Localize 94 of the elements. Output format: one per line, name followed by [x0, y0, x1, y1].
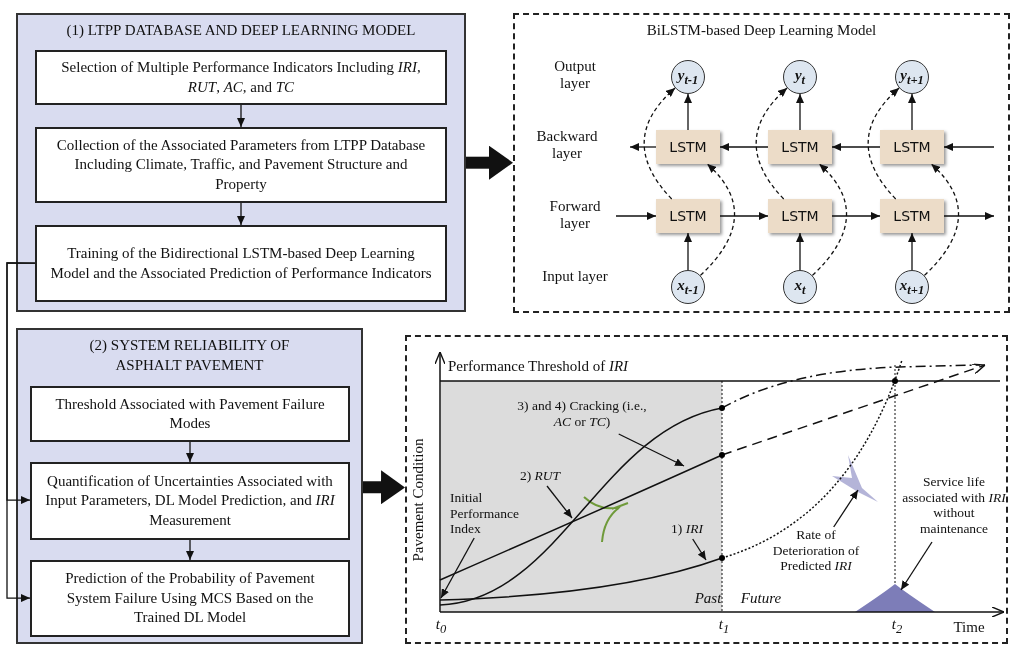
region-label: Past — [693, 590, 723, 608]
arrow — [237, 104, 245, 128]
arrow — [186, 539, 194, 561]
annotation-text: Initial Performance Index — [450, 490, 525, 538]
variable-label: y$_{t}$ — [794, 66, 806, 88]
variable-circle — [783, 270, 817, 304]
cell-label: LSTM — [781, 208, 819, 224]
leader-line — [692, 538, 707, 561]
lstm-cell — [656, 199, 720, 233]
arrow — [831, 212, 881, 220]
variable-circle — [671, 60, 705, 94]
variable-label: x$_{t+1}$ — [899, 276, 925, 298]
cell-label: LSTM — [893, 139, 931, 155]
dashed-panel — [405, 335, 1008, 644]
arrow — [6, 262, 36, 603]
arrow — [237, 202, 245, 226]
leader-line — [546, 485, 573, 519]
annotation-text: 1) IRI — [664, 521, 710, 539]
layer-label: Input layer — [542, 268, 608, 286]
tick-label: t$_{0}$ — [434, 616, 448, 636]
annotation-text: 2) RUT — [512, 468, 568, 486]
dashed-arrow — [699, 163, 736, 277]
region-label: Future — [739, 590, 783, 608]
cell-label: LSTM — [781, 139, 819, 155]
process-box — [35, 127, 447, 203]
section-title: (1) LTPP DATABASE AND DEEP LEARNING MODEL — [65, 21, 417, 40]
step-text: Selection of Multiple Performance Indicators Including IRI, RUT, AC, and TC — [60, 58, 422, 97]
panel-title: BiLSTM-based Deep Learning Model — [645, 21, 878, 40]
arrow — [684, 93, 692, 131]
axis-title: Time — [952, 619, 986, 637]
dashed-arrow — [755, 87, 788, 200]
process-box — [30, 462, 350, 540]
axis-title: Pavement Condition — [410, 437, 427, 564]
block-arrow — [362, 470, 405, 505]
variable-circle — [783, 60, 817, 94]
cell-label: LSTM — [669, 208, 707, 224]
dashed-arrow — [867, 87, 900, 200]
variable-circle — [895, 60, 929, 94]
process-box — [30, 386, 350, 442]
threshold-label: Performance Threshold of IRI — [448, 358, 630, 376]
variable-label: x$_{t-1}$ — [677, 276, 699, 298]
dashed-arrow — [643, 87, 676, 200]
layer-label: Forward layer — [548, 198, 602, 234]
arrow — [943, 212, 995, 220]
annotation-text: Service life associated with IRI without maintenance — [900, 474, 1008, 542]
layer-label: Output layer — [553, 58, 597, 94]
cell-label: LSTM — [669, 139, 707, 155]
leader-line — [900, 541, 933, 591]
section-panel — [16, 328, 363, 644]
arrow — [831, 143, 881, 151]
dashed-arrow — [811, 163, 848, 277]
lstm-cell — [656, 130, 720, 164]
lstm-cell — [880, 199, 944, 233]
annotation-text: 3) and 4) Cracking (i.e., AC or TC) — [512, 398, 652, 434]
leader-line — [618, 433, 685, 467]
step-text: Quantification of Uncertainties Associated with Input Parameters, DL Model Prediction, and IRI Measurement — [44, 471, 336, 530]
arrow — [796, 232, 804, 271]
arrow — [186, 441, 194, 463]
block-arrow — [466, 145, 513, 180]
arrow — [908, 232, 916, 271]
dashed-panel — [513, 13, 1010, 313]
leader-line — [440, 537, 475, 599]
step-text: Collection of the Associated Parameters from LTPP Database Including Climate, Traffic, and Pavement Structure and Property — [55, 135, 427, 194]
lstm-cell — [768, 130, 832, 164]
variable-label: y$_{t+1}$ — [900, 66, 924, 88]
layer-label: Backward layer — [535, 128, 599, 164]
arrow — [908, 93, 916, 131]
cell-label: LSTM — [893, 208, 931, 224]
section-panel — [16, 13, 466, 312]
dashed-arrow — [923, 163, 960, 277]
process-box — [35, 225, 447, 302]
tick-label: t$_{1}$ — [717, 616, 731, 636]
arrow — [943, 143, 995, 151]
lstm-cell — [880, 130, 944, 164]
arrow — [684, 232, 692, 271]
section-title: (2) SYSTEM RELIABILITY OF ASPHALT PAVEMENT — [88, 336, 291, 375]
variable-circle — [671, 270, 705, 304]
variable-label: y$_{t-1}$ — [677, 66, 699, 88]
arrow — [719, 212, 769, 220]
variable-label: x$_{t}$ — [794, 276, 806, 298]
arrow — [615, 212, 657, 220]
step-text: Prediction of the Probability of Pavement System Failure Using MCS Based on the Trained DL Model — [64, 569, 316, 628]
step-text: Training of the Bidirectional LSTM-based Deep Learning Model and the Associated Prediction of Performance Indicators — [49, 244, 433, 283]
arrow — [796, 93, 804, 131]
tick-label: t$_{2}$ — [890, 616, 904, 636]
arrow — [719, 143, 769, 151]
variable-circle — [895, 270, 929, 304]
annotation-text: Rate of Deterioration of Predicted IRI — [761, 527, 871, 581]
lstm-cell — [768, 199, 832, 233]
step-text: Threshold Associated with Pavement Failure Modes — [54, 394, 326, 433]
arrow — [629, 143, 657, 151]
leader-line — [833, 489, 859, 528]
process-box — [35, 50, 447, 105]
process-box — [30, 560, 350, 637]
